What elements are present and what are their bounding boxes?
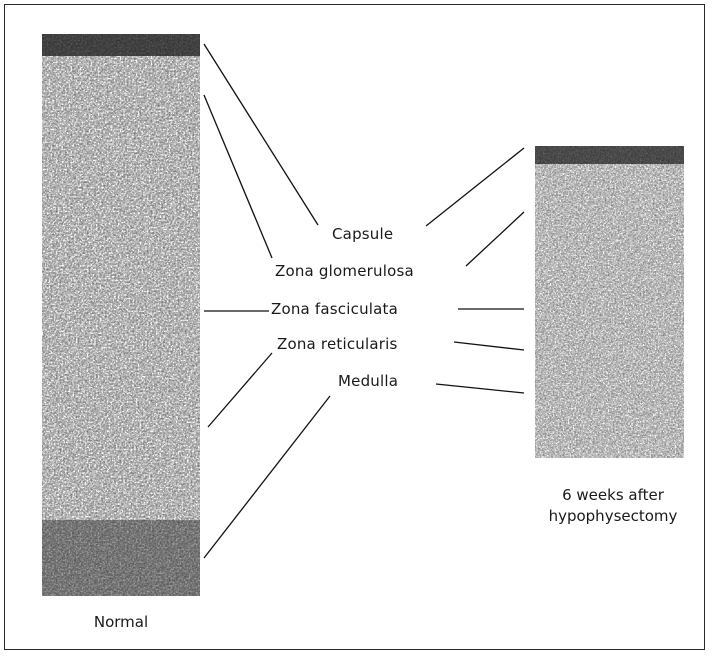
label-zona-glomerulosa: Zona glomerulosa [275, 262, 414, 280]
normal-section-image [42, 34, 200, 596]
leader-medulla-after [436, 384, 524, 393]
caption-after: 6 weeks after hypophysectomy [528, 485, 698, 527]
atrophic-capsule-band [535, 146, 684, 164]
caption-after-line1: 6 weeks after [528, 485, 698, 506]
label-zona-reticularis: Zona reticularis [277, 335, 398, 353]
leader-reticularis-normal [208, 353, 272, 427]
label-zona-fasciculata: Zona fasciculata [271, 300, 398, 318]
normal-capsule-band [42, 34, 200, 56]
leader-lines-after [426, 148, 524, 393]
hypophysectomy-section-image [535, 146, 684, 458]
leader-glomerulosa-normal [204, 95, 272, 258]
caption-after-line2: hypophysectomy [528, 506, 698, 527]
normal-medulla-band [42, 520, 200, 596]
label-capsule: Capsule [332, 225, 393, 243]
label-medulla: Medulla [338, 372, 398, 390]
leader-capsule-after [426, 148, 524, 226]
leader-reticularis-after [454, 342, 524, 350]
leader-glomerulosa-after [466, 212, 524, 266]
caption-normal: Normal [66, 612, 176, 633]
leader-medulla-normal [204, 396, 330, 558]
